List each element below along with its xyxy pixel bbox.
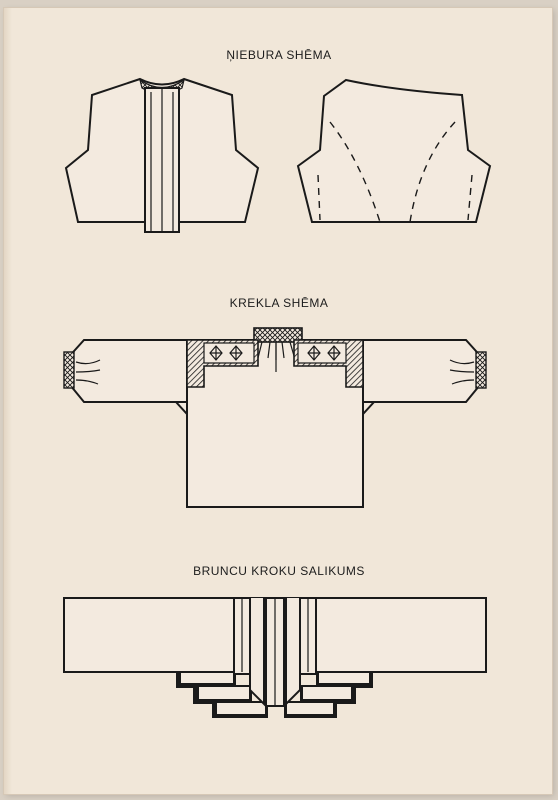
skirt-diagram-caption: BRUNCU KROKU SALIKUMS bbox=[193, 564, 365, 578]
page-fold-shadow bbox=[4, 8, 12, 794]
vest-diagram-caption: ŅIEBURA SHĒMA bbox=[226, 48, 332, 62]
skirt-pleat-diagram bbox=[63, 597, 487, 718]
shirt-diagram bbox=[63, 327, 487, 508]
shirt-diagram-caption: KREKLA SHĒMA bbox=[229, 296, 329, 310]
vest-front-diagram bbox=[64, 77, 260, 233]
vest-back-diagram bbox=[296, 78, 492, 223]
